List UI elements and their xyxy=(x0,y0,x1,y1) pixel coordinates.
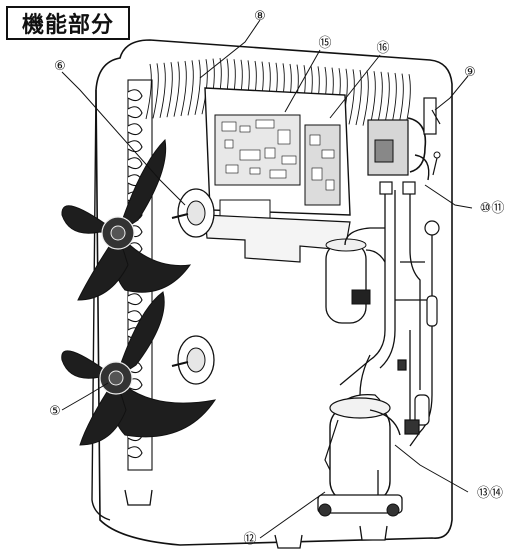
accumulator-tank xyxy=(325,238,371,324)
callout-16: ⑯ xyxy=(376,41,389,56)
callout-leaders xyxy=(61,19,473,539)
leader-15 xyxy=(284,49,321,113)
leader-13-14 xyxy=(394,444,469,493)
board-component xyxy=(224,139,234,149)
board-component xyxy=(225,164,239,174)
callout-9: ⑨ xyxy=(464,65,476,80)
coil-bend xyxy=(127,446,143,459)
coil-bend xyxy=(127,157,143,170)
board-component xyxy=(249,167,261,175)
coil-bend xyxy=(127,106,143,119)
coil-bend xyxy=(127,123,143,136)
board-component xyxy=(264,147,276,159)
leader-10-11 xyxy=(424,184,473,209)
board-component xyxy=(325,179,335,191)
cabinet-foot-center xyxy=(274,534,303,549)
fan-motor-lower xyxy=(171,335,215,385)
cabinet-left-edge xyxy=(91,89,111,521)
cabinet-foot-right xyxy=(359,525,388,541)
cabinet-foot-left xyxy=(124,489,153,506)
board-component xyxy=(309,134,321,146)
board-component xyxy=(239,125,251,133)
leader-16 xyxy=(329,54,381,119)
fin-line xyxy=(145,63,152,120)
coil-bend xyxy=(127,140,143,153)
fin-line xyxy=(159,62,166,118)
propeller-fan-upper xyxy=(61,138,192,301)
compressor xyxy=(317,394,403,517)
board-component xyxy=(281,155,297,165)
fin-line xyxy=(355,69,362,126)
fin-line xyxy=(180,60,187,117)
propeller-fan-lower xyxy=(61,291,217,446)
leader-9 xyxy=(434,75,469,111)
fin-line xyxy=(348,69,355,125)
board-component xyxy=(311,167,323,181)
leader-12 xyxy=(259,491,326,539)
fin-line xyxy=(173,61,180,117)
fin-line xyxy=(166,62,173,118)
leader-8 xyxy=(199,19,261,79)
diagram-title-box: 機能部分 xyxy=(6,6,130,40)
control-board-assembly xyxy=(204,87,351,263)
callout-12: ⑫ xyxy=(243,532,256,547)
callout-8: ⑧ xyxy=(254,9,266,24)
diagram-title: 機能部分 xyxy=(21,13,114,38)
fan-motor-upper xyxy=(171,188,215,238)
fin-line xyxy=(194,59,201,115)
board-component xyxy=(321,149,335,159)
callout-labels: ⑧ ⑮ ⑯ ⑥ ⑨ ⑩⑪ ⑤ ⑬⑭ ⑫ xyxy=(49,9,504,547)
board-component xyxy=(277,129,291,145)
fin-line xyxy=(362,70,369,126)
fin-line xyxy=(201,59,208,115)
coil-bend xyxy=(127,89,143,102)
reactor-assembly xyxy=(367,117,430,181)
board-component xyxy=(269,169,287,179)
leader-5 xyxy=(61,382,109,411)
fin-line xyxy=(152,63,159,119)
pipe-fittings xyxy=(379,181,440,435)
callout-15: ⑮ xyxy=(318,36,331,51)
fin-line xyxy=(187,60,194,116)
control-box-bracket xyxy=(204,214,351,263)
callout-10-11: ⑩⑪ xyxy=(480,201,505,216)
leader-6 xyxy=(61,71,186,206)
callout-13-14: ⑬⑭ xyxy=(477,486,503,501)
board-component xyxy=(221,121,237,132)
callout-5: ⑤ xyxy=(49,404,61,419)
outdoor-thermistor xyxy=(423,97,441,176)
coil-bend xyxy=(127,293,143,306)
callout-6: ⑥ xyxy=(54,59,66,74)
board-component xyxy=(239,149,261,161)
board-component xyxy=(255,119,275,129)
